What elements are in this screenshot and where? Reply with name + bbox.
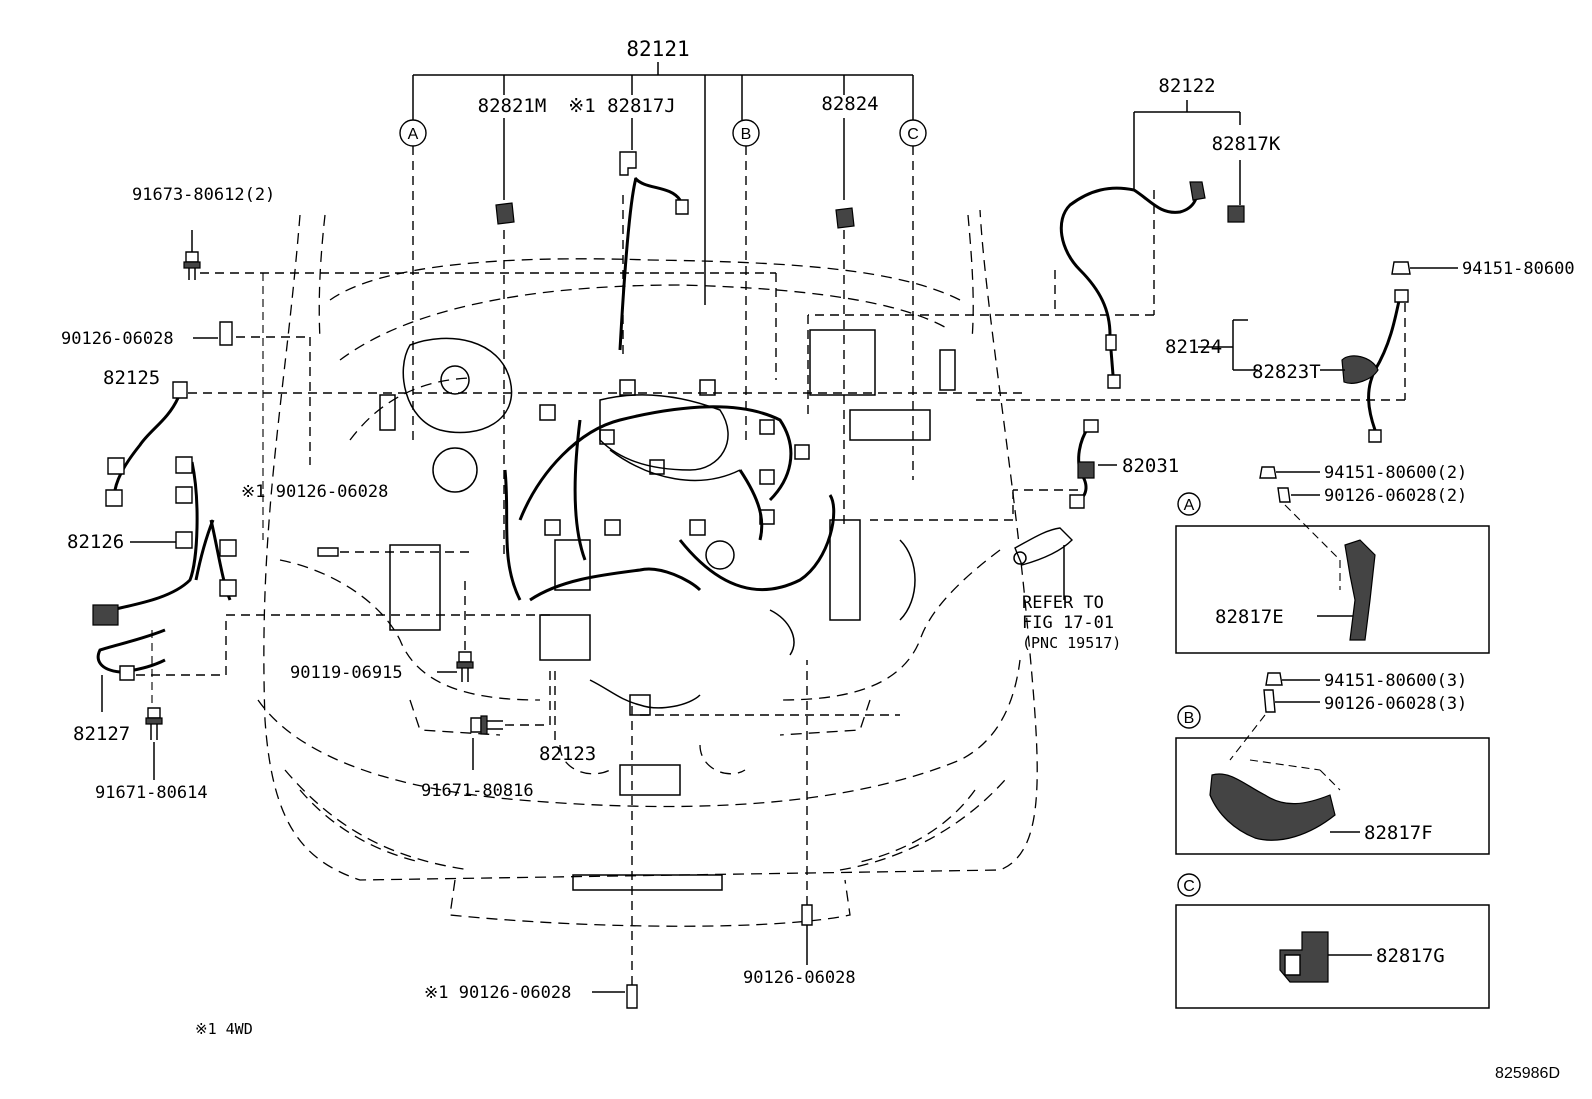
- harness-82125: [105, 381, 1023, 507]
- main-harness-bracket: [412, 62, 914, 305]
- panel-a-part-label: 82817E: [1215, 606, 1284, 628]
- label-82817k: 82817K: [1212, 133, 1281, 155]
- stud-90126-left: [219, 321, 311, 465]
- label-82817j: ※1 82817J: [568, 95, 675, 117]
- label-90126-06028-left: 90126-06028: [61, 329, 174, 349]
- label-82122: 82122: [1158, 75, 1215, 97]
- panel-marker-label: B: [1184, 710, 1195, 727]
- label-82121: 82121: [626, 37, 689, 61]
- engine-bay: [379, 329, 956, 716]
- clamp-82817j: [618, 118, 689, 351]
- bolt-91673-80612: [183, 251, 777, 540]
- circle-marker-label: C: [907, 126, 919, 143]
- marker-leaders: [412, 146, 914, 560]
- panel-b-stud-label: 90126-06028(3): [1324, 694, 1467, 714]
- label-91671-80614: 91671-80614: [95, 783, 208, 803]
- refer-note-line3: (PNC 19517): [1022, 634, 1121, 652]
- label-90126-06028-4wd-bottom: ※1 90126-06028: [424, 983, 571, 1003]
- circle-marker-label: A: [408, 126, 419, 143]
- label-82123: 82123: [539, 743, 596, 765]
- label-90126-06028-bottom-center: 90126-06028: [743, 968, 856, 988]
- label-90126-06028-4wd-mid: ※1 90126-06028: [241, 482, 388, 502]
- stud-90126-4wd-bottom: [626, 700, 638, 1009]
- connector-82821m: [495, 118, 515, 225]
- circle-marker-top-a: A: [399, 119, 427, 147]
- footnote-4wd: ※1 4WD: [195, 1020, 253, 1038]
- panel-a-nut-label: 94151-80600(2): [1324, 463, 1467, 483]
- stud-90126-bottom-center: [801, 660, 813, 965]
- connector-82824: [835, 118, 855, 229]
- detail-panel-a: A: [1175, 466, 1490, 654]
- bolt-91671-80816: [470, 670, 551, 735]
- stud-90126-4wd-mid: [317, 547, 470, 557]
- label-82127: 82127: [73, 723, 130, 745]
- label-90119-06915: 90119-06915: [290, 663, 403, 683]
- vehicle-body-outline: [257, 209, 1038, 927]
- harness-82126: [92, 456, 237, 626]
- label-82824: 82824: [821, 93, 878, 115]
- label-82823t: 82823T: [1252, 361, 1321, 383]
- clamp-82817k: [1227, 160, 1245, 223]
- panel-c-part-label: 82817G: [1376, 945, 1445, 967]
- label-91673-80612: 91673-80612(2): [132, 185, 275, 205]
- part-labels: 82121 82821M ※1 82817J 82824 82122 82817…: [61, 37, 1575, 1082]
- circle-marker-top-c: C: [899, 119, 927, 147]
- label-82821m: 82821M: [478, 95, 547, 117]
- detail-panel-c: C: [1175, 873, 1490, 1009]
- diagram-id: 825986D: [1495, 1065, 1560, 1082]
- panel-marker-label: C: [1183, 878, 1195, 895]
- bolt-91671-80614: [145, 707, 163, 740]
- harness-82122: [807, 100, 1241, 420]
- panel-marker-label: A: [1184, 497, 1195, 514]
- label-82125: 82125: [103, 367, 160, 389]
- detail-panel-b: B: [1175, 672, 1490, 855]
- label-82031: 82031: [1122, 455, 1179, 477]
- refer-note-line1: REFER TO: [1022, 593, 1104, 613]
- panel-b-nut-label: 94151-80600(3): [1324, 671, 1467, 691]
- label-91671-80816: 91671-80816: [421, 781, 534, 801]
- label-leaders: [101, 230, 1345, 993]
- label-94151-80600-top: 94151-80600: [1462, 259, 1575, 279]
- label-82124: 82124: [1165, 336, 1222, 358]
- circle-marker-label: B: [741, 126, 752, 143]
- harness-82123-leader: [554, 670, 900, 740]
- harness-82031: [870, 419, 1117, 600]
- bolt-90119-06915: [456, 575, 474, 682]
- panel-a-stud-label: 90126-06028(2): [1324, 486, 1467, 506]
- harness-82127: [96, 614, 555, 705]
- nut-94151-80600-top: [1391, 261, 1458, 275]
- label-82126: 82126: [67, 531, 124, 553]
- refer-note-line2: FIG 17-01: [1022, 613, 1114, 633]
- panel-b-part-label: 82817F: [1364, 822, 1433, 844]
- circle-marker-top-b: B: [732, 119, 760, 147]
- harness-82124: [975, 289, 1409, 443]
